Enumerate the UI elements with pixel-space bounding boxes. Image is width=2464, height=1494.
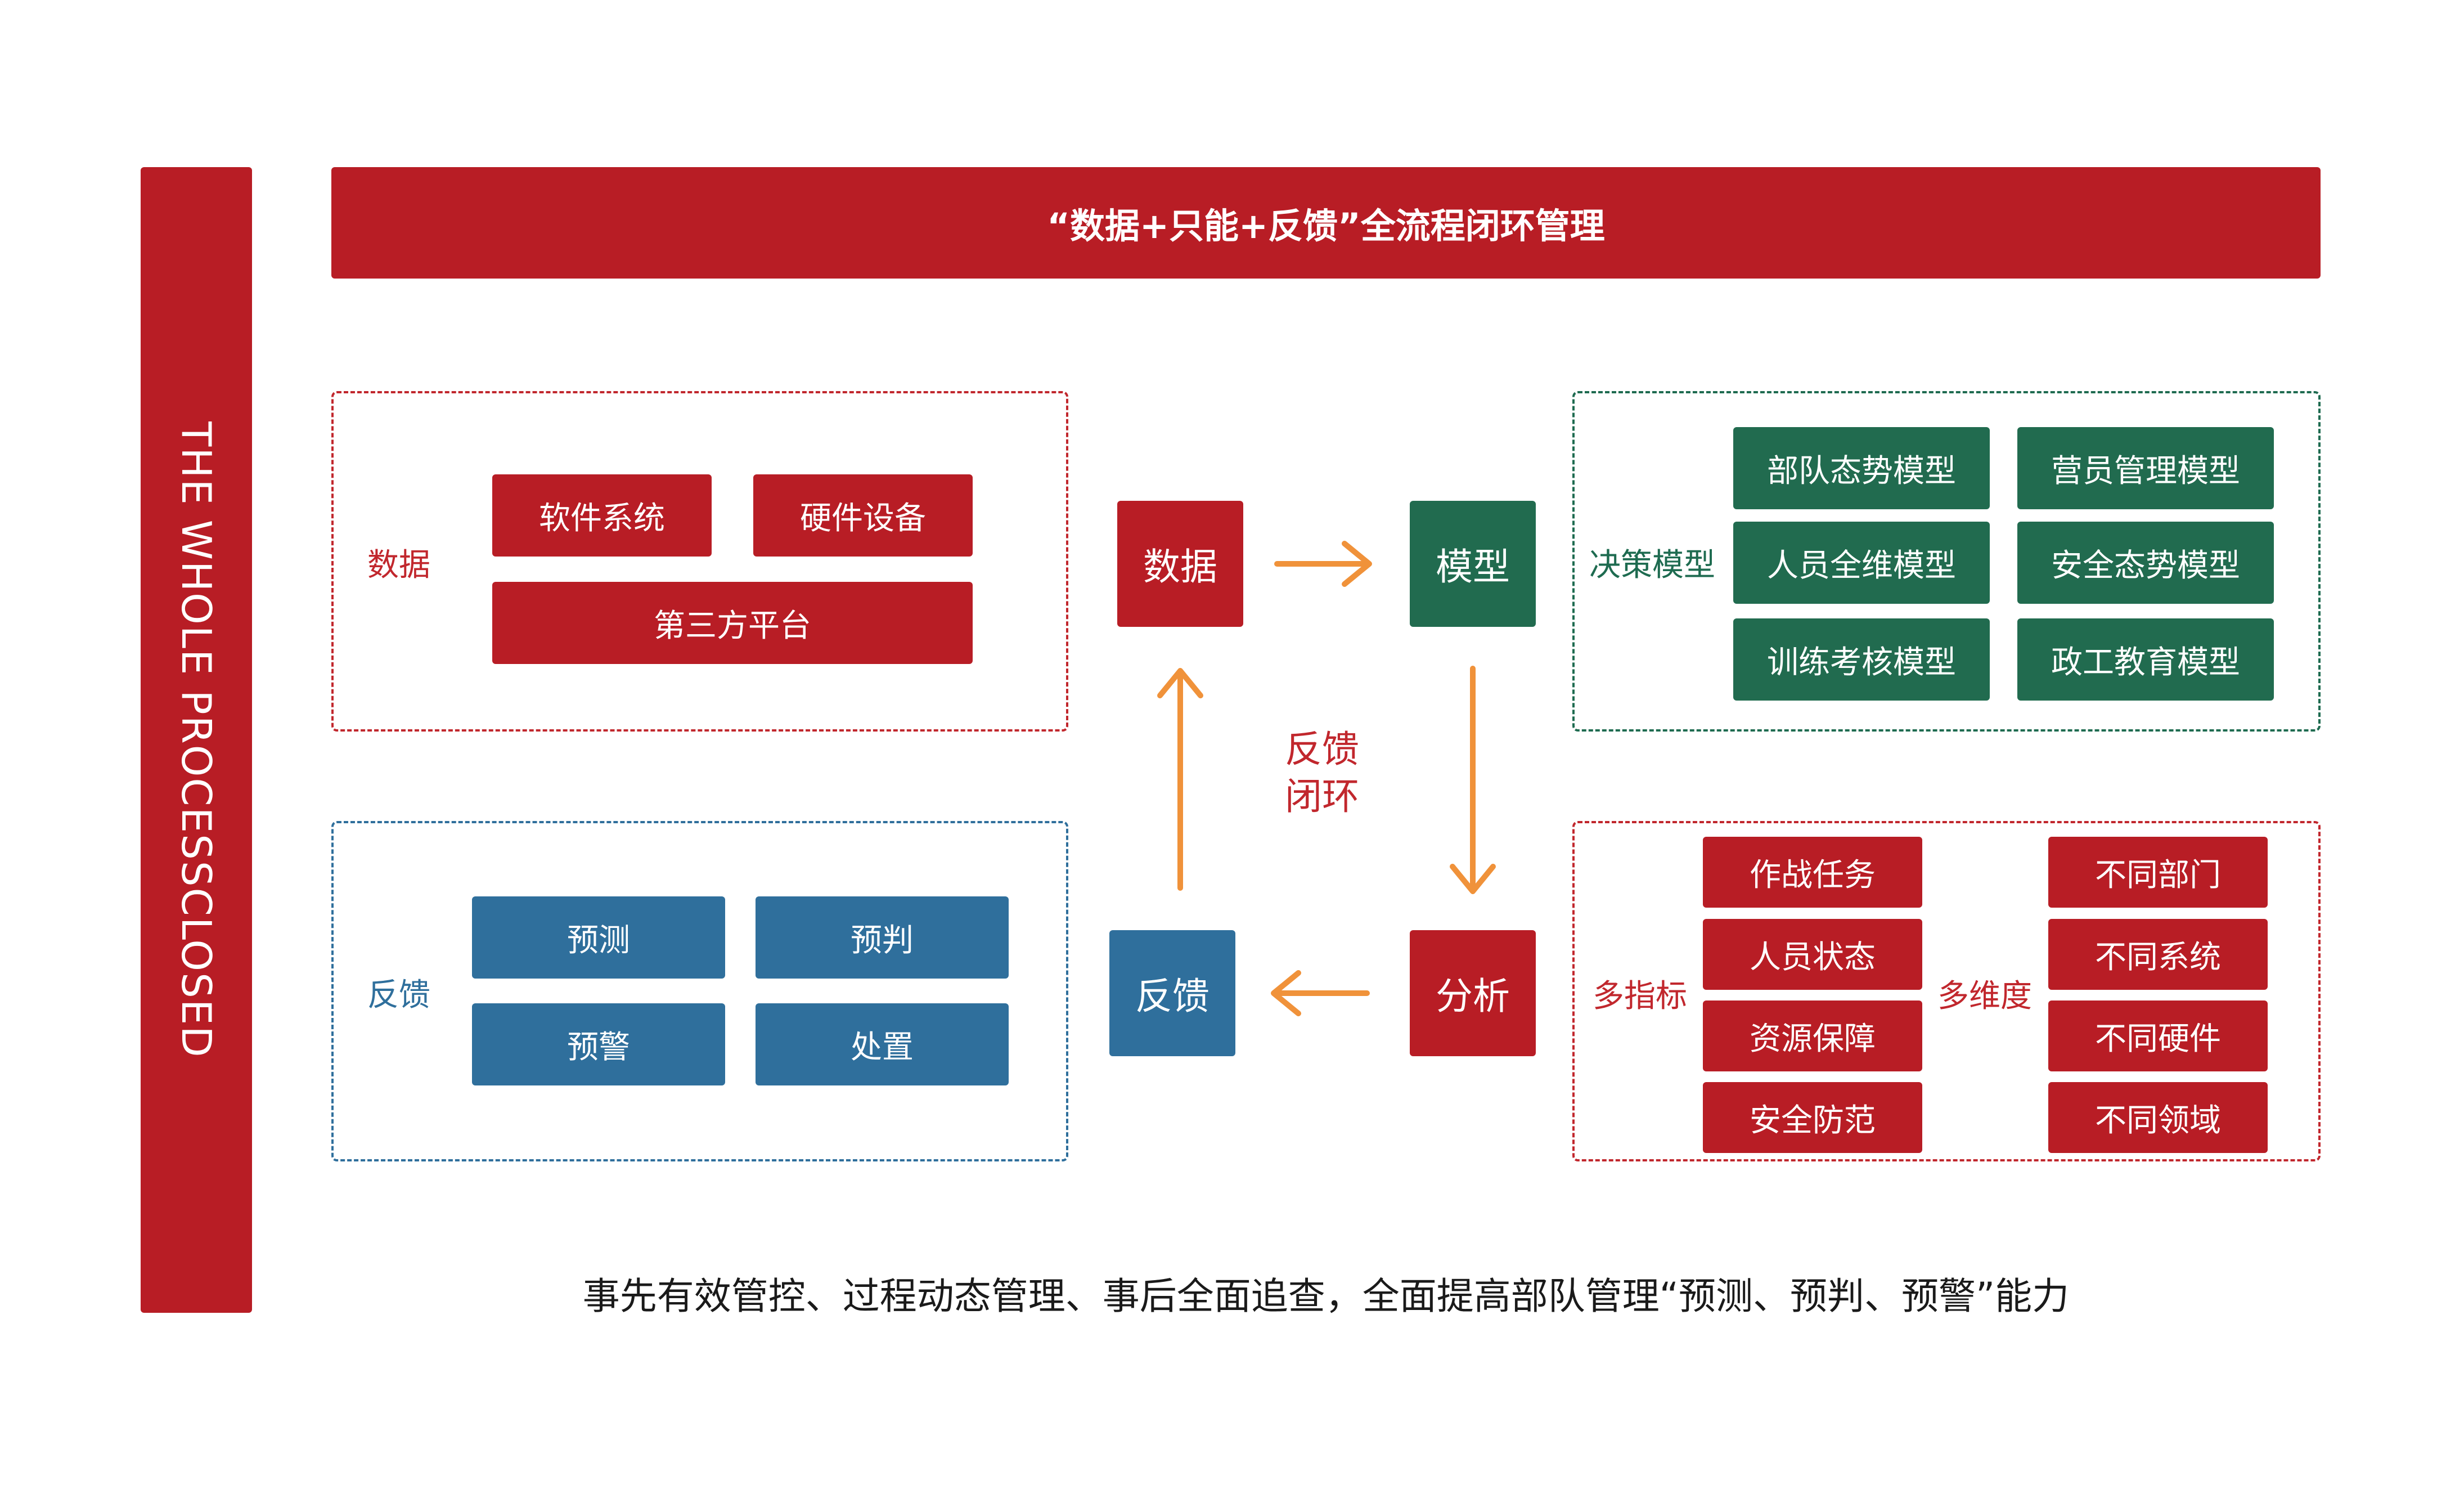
title-banner: “数据+只能+反馈”全流程闭环管理 bbox=[331, 167, 2321, 279]
feedback-item-predict: 预测 bbox=[472, 896, 725, 979]
arrow-up-icon bbox=[1157, 668, 1203, 891]
model-item-4: 安全态势模型 bbox=[2017, 522, 2274, 604]
dimension-item-4: 不同领域 bbox=[2048, 1082, 2268, 1153]
indicator-item-3: 资源保障 bbox=[1703, 1001, 1922, 1071]
dimension-item-3: 不同硬件 bbox=[2048, 1001, 2268, 1071]
arrow-right-icon bbox=[1274, 541, 1372, 587]
analysis-label-dimensions: 多维度 bbox=[1937, 978, 2032, 1015]
data-item-hardware: 硬件设备 bbox=[753, 474, 973, 557]
arrow-down-icon bbox=[1450, 666, 1496, 894]
indicator-item-4: 安全防范 bbox=[1703, 1082, 1922, 1153]
decision-panel: 决策模型 部队态势模型 营员管理模型 人员全维模型 安全态势模型 训练考核模型 … bbox=[1572, 391, 2321, 732]
data-item-software: 软件系统 bbox=[492, 474, 712, 557]
cycle-node-model: 模型 bbox=[1410, 501, 1536, 627]
side-banner: THE WHOLE PROCESSCLOSED bbox=[141, 167, 252, 1313]
data-item-third-party: 第三方平台 bbox=[492, 582, 973, 664]
footer-text: 事先有效管控、过程动态管理、事后全面追查，全面提高部队管理“预测、预判、预警”能… bbox=[582, 1275, 2070, 1318]
cycle-node-feedback: 反馈 bbox=[1109, 930, 1235, 1056]
model-item-2: 营员管理模型 bbox=[2017, 427, 2274, 509]
feedback-item-handle: 处置 bbox=[756, 1003, 1009, 1085]
feedback-loop-line1: 反馈 bbox=[1285, 728, 1359, 771]
decision-panel-label: 决策模型 bbox=[1589, 547, 1715, 584]
model-item-3: 人员全维模型 bbox=[1733, 522, 1990, 604]
cycle-node-analysis: 分析 bbox=[1410, 930, 1536, 1056]
model-item-1: 部队态势模型 bbox=[1733, 427, 1990, 509]
feedback-loop-line2: 闭环 bbox=[1285, 775, 1359, 818]
page-title: “数据+只能+反馈”全流程闭环管理 bbox=[1047, 205, 1605, 246]
dimension-item-2: 不同系统 bbox=[2048, 919, 2268, 990]
indicator-item-2: 人员状态 bbox=[1703, 919, 1922, 990]
data-panel: 数据 软件系统 硬件设备 第三方平台 bbox=[331, 391, 1068, 732]
indicator-item-1: 作战任务 bbox=[1703, 837, 1922, 908]
feedback-panel: 反馈 预测 预判 预警 处置 bbox=[331, 821, 1068, 1161]
analysis-label-indicators: 多指标 bbox=[1593, 978, 1687, 1015]
feedback-loop-label: 反馈 闭环 bbox=[1243, 726, 1401, 820]
model-item-6: 政工教育模型 bbox=[2017, 618, 2274, 701]
analysis-panel: 多指标 多维度 作战任务 人员状态 资源保障 安全防范 不同部门 不同系统 不同… bbox=[1572, 821, 2321, 1161]
cycle-node-data: 数据 bbox=[1117, 501, 1243, 627]
arrow-left-icon bbox=[1271, 970, 1370, 1016]
data-panel-label: 数据 bbox=[367, 547, 430, 584]
feedback-item-judge: 预判 bbox=[756, 896, 1009, 979]
feedback-item-warn: 预警 bbox=[472, 1003, 725, 1085]
dimension-item-1: 不同部门 bbox=[2048, 837, 2268, 908]
feedback-panel-label: 反馈 bbox=[367, 977, 430, 1013]
model-item-5: 训练考核模型 bbox=[1733, 618, 1990, 701]
